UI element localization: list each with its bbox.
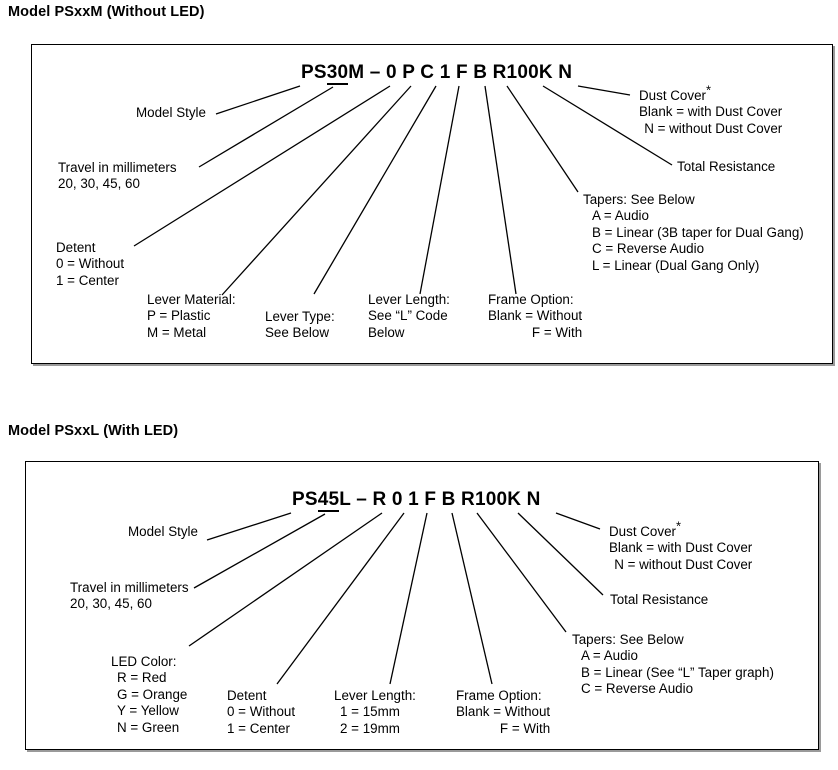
callout-detent-psxxm: Detent 0 = Without 1 = Center xyxy=(56,240,125,288)
callout-total-resistance-psxxl: Total Resistance xyxy=(610,592,709,607)
footnote-asterisk: * xyxy=(675,518,682,534)
callout-tapers-psxxm: Tapers: See Below A = Audio B = Linear (… xyxy=(583,192,804,273)
callout-dust-cover-psxxl: Dust Cover* Blank = with Dust Cover N = … xyxy=(609,518,753,572)
callout-frame-option-psxxm: Frame Option: Blank = Without F = With xyxy=(488,292,583,340)
callout-dust-cover-psxxm: Dust Cover* Blank = with Dust Cover N = … xyxy=(639,82,783,136)
callout-frame-option-psxxl: Frame Option: Blank = Without F = With xyxy=(456,688,551,736)
callout-lever-type-psxxm: Lever Type: See Below xyxy=(265,309,335,341)
callout-model-style-psxxm: Model Style xyxy=(136,105,206,120)
callout-model-style-psxxl: Model Style xyxy=(128,524,198,539)
footnote-asterisk: * xyxy=(705,82,712,98)
section-title-psxxm: Model PSxxM (Without LED) xyxy=(8,4,205,20)
callout-led-color-psxxl: LED Color: R = Red G = Orange Y = Yellow… xyxy=(111,654,188,735)
part-number-psxxm: PS30M – 0 P C 1 F B R100K N xyxy=(301,62,573,85)
callout-travel-psxxl: Travel in millimeters 20, 30, 45, 60 xyxy=(70,580,189,612)
callout-detent-psxxl: Detent 0 = Without 1 = Center xyxy=(227,688,296,736)
callout-travel-psxxm: Travel in millimeters 20, 30, 45, 60 xyxy=(58,160,177,192)
callout-total-resistance-psxxm: Total Resistance xyxy=(677,159,776,174)
dust-cover-title: Dust Cover xyxy=(609,524,676,539)
callout-lever-length-psxxm: Lever Length: See “L” Code Below xyxy=(368,292,450,340)
part-number-text-psxxm: PS30M – 0 P C 1 F B R100K N xyxy=(301,62,573,85)
callout-lever-length-psxxl: Lever Length: 1 = 15mm 2 = 19mm xyxy=(334,688,416,736)
callout-tapers-psxxl: Tapers: See Below A = Audio B = Linear (… xyxy=(572,632,774,697)
dust-cover-title: Dust Cover xyxy=(639,88,706,103)
callout-lever-material-psxxm: Lever Material: P = Plastic M = Metal xyxy=(147,292,236,340)
part-number-text-psxxl: PS45L – R 0 1 F B R100K N xyxy=(292,489,541,512)
part-number-psxxl: PS45L – R 0 1 F B R100K N xyxy=(292,489,541,512)
section-title-psxxl: Model PSxxL (With LED) xyxy=(8,423,179,439)
